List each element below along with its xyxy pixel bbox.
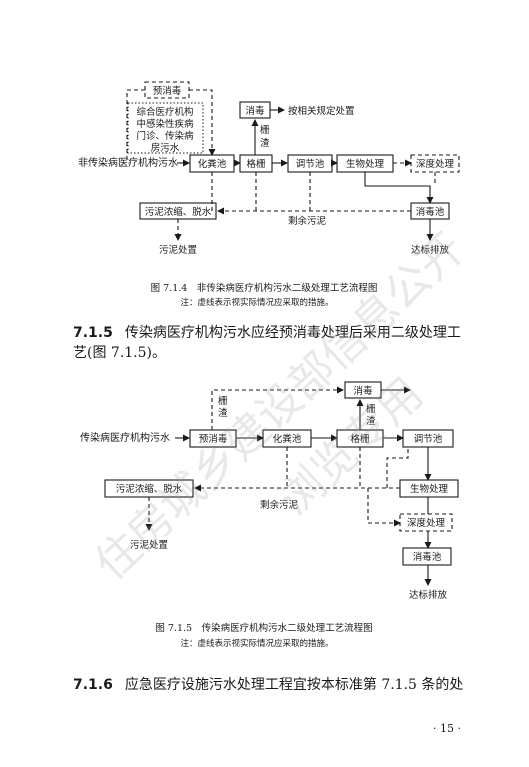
- fig1-sludge-disposal: 污泥处置: [159, 244, 197, 256]
- fig2-edge-pre-disinfect: [211, 386, 344, 430]
- para1-line1: 传染病医疗机构污水应经预消毒处理后采用二级处理工: [124, 325, 461, 341]
- fig2-discharge: 达标排放: [409, 589, 448, 601]
- fig2-septic-tank: 化粪池: [273, 433, 302, 445]
- fig2-source: 传染病医疗机构污水: [80, 431, 170, 444]
- fig1-disinfect-top: 消毒: [245, 105, 265, 117]
- fig2-advanced-box: [399, 513, 453, 532]
- fig2-screen-residue-1: 栅: [366, 403, 376, 415]
- fig1-edge-bio-disinfecttank: [364, 172, 434, 204]
- fig1-grille: 格栅: [246, 158, 266, 170]
- fig2-surplus-sludge: 剩余污泥: [260, 499, 299, 511]
- fig1-dispose-note: 按相关规定处置: [288, 105, 355, 117]
- fig1-screen-residue-1: 栅: [260, 124, 270, 136]
- fig1-pre-disinfect: 预消毒: [153, 85, 182, 97]
- fig2-disinfect-tank: 消毒池: [413, 551, 442, 563]
- fig1-hospital-note-3: 门诊、传染病: [136, 130, 194, 142]
- page-number: · 15 ·: [433, 722, 461, 735]
- fig1-note: 注：虚线表示视实际情况应采取的措施。: [180, 297, 333, 308]
- paragraph-7-1-5: 7.1.5 传染病医疗机构污水应经预消毒处理后采用二级处理工 艺(图 7.1.5)…: [73, 323, 473, 363]
- fig1-surplus-sludge: 剩余污泥: [288, 215, 327, 227]
- paragraph-7-1-6: 7.1.6 应急医疗设施污水处理工程宜按本标准第 7.1.5 条的处: [73, 675, 493, 695]
- fig2-grille: 格栅: [350, 433, 370, 445]
- fig2-sludge-thicken: 污泥浓缩、脱水: [116, 483, 183, 495]
- fig2-screen-residue-2: 渣: [366, 415, 376, 427]
- fig1-hospital-note-1: 综合医疗机构: [136, 106, 193, 118]
- fig1-septic-tank: 化粪池: [198, 158, 227, 170]
- fig1-advanced-treatment: 深度处理: [416, 158, 455, 170]
- fig1-edge-source-predisinfect: [126, 89, 145, 160]
- fig2-regulating-tank: 调节池: [414, 433, 443, 445]
- fig1-source: 非传染病医疗机构污水: [78, 156, 178, 169]
- fig1-discharge: 达标排放: [411, 244, 450, 256]
- fig1-advanced-box: [410, 154, 460, 173]
- fig1-bio-treatment: 生物处理: [346, 158, 385, 170]
- para1-line2: 艺(图 7.1.5)。: [73, 345, 166, 361]
- fig2-bio-treatment: 生物处理: [410, 483, 449, 495]
- fig1-edge-predisinfect-septic: [189, 89, 216, 156]
- fig1-hospital-note-2: 中感染性疾病: [136, 118, 194, 130]
- fig2-pre-disinfect: 预消毒: [199, 433, 228, 445]
- clause-number: 7.1.5: [73, 325, 113, 341]
- clause-number: 7.1.6: [73, 677, 113, 693]
- fig1-caption: 图 7.1.4 非传染病医疗机构污水二级处理工艺流程图: [151, 282, 378, 294]
- fig1-disinfect-tank: 消毒池: [416, 206, 445, 218]
- fig2-screen-residue2-2: 渣: [218, 407, 228, 419]
- fig1-screen-residue-2: 渣: [260, 137, 270, 149]
- fig2-sludge-disposal: 污泥处置: [130, 539, 168, 551]
- fig1-sludge-thicken: 污泥浓缩、脱水: [145, 206, 212, 218]
- fig1-regulating-tank: 调节池: [296, 158, 325, 170]
- fig1-hospital-note-box: [127, 102, 204, 154]
- fig2-disinfect-tank-box: [402, 547, 452, 566]
- fig2-edge-dash-loop: [386, 447, 409, 488]
- fig1-hospital-note-4: 房污水: [151, 142, 180, 154]
- fig2-edge-to-advanced: [367, 488, 401, 527]
- para2-line1: 应急医疗设施污水处理工程宜按本标准第 7.1.5 条的处: [124, 677, 464, 693]
- fig2-disinfect-top: 消毒: [353, 385, 373, 397]
- fig2-screen-residue2-1: 栅: [218, 395, 228, 407]
- fig2-caption: 图 7.1.5 传染病医疗机构污水二级处理工艺流程图: [155, 622, 372, 634]
- fig2-advanced-treatment: 深度处理: [407, 517, 446, 529]
- fig2-note: 注：虚线表示视实际情况应采取的措施。: [180, 638, 333, 649]
